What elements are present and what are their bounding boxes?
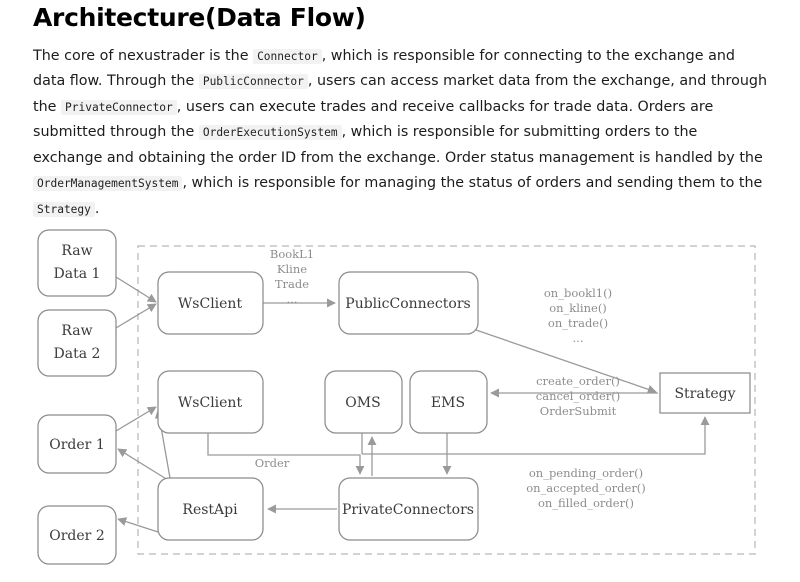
node-raw-data-1[interactable]: Raw Data 1 [37,229,117,297]
svg-text:...: ... [287,292,298,306]
edge-label-order-commands: create_order() cancel_order() OrderSubmi… [536,374,620,418]
svg-text:BookL1: BookL1 [270,247,314,261]
edge-label-order-callbacks: on_pending_order() on_accepted_order() o… [526,466,646,510]
node-label-ws-client-private: WsClient [178,395,243,411]
edge-label-group: BookL1 Kline Trade ... on_bookl1() on_kl… [255,247,646,510]
svg-text:on_bookl1(): on_bookl1() [544,286,612,300]
svg-text:Order: Order [255,456,290,470]
edge-label-public-callbacks: on_bookl1() on_kline() on_trade() ... [544,286,612,345]
node-label-raw-data-1-line-1: Raw [61,243,92,259]
edge-label-market-data-types: BookL1 Kline Trade ... [270,247,314,306]
svg-text:on_accepted_order(): on_accepted_order() [526,481,646,495]
inline-code: PublicConnector [198,74,308,90]
node-ems[interactable]: EMS [409,370,488,434]
svg-text:on_kline(): on_kline() [549,301,607,315]
node-public-connectors[interactable]: PublicConnectors [338,271,479,335]
edge-group [115,276,710,533]
svg-text:create_order(): create_order() [536,374,620,388]
node-group: Raw Data 1 Raw Data 2 Order 1 Order 2 [37,229,751,565]
node-label-order-2: Order 2 [49,528,104,544]
svg-text:on_trade(): on_trade() [548,316,608,330]
edge-restapi-order1 [117,448,169,481]
article-paragraph: The core of nexustrader is the Connector… [33,47,768,217]
node-label-raw-data-1-line-2: Data 1 [54,266,101,282]
svg-text:OrderSubmit: OrderSubmit [540,404,617,418]
article-section: Architecture(Data Flow) The core of nexu… [33,3,771,222]
inline-code: OrderManagementSystem [33,176,183,192]
connector-boundary-region [137,245,756,555]
node-label-ws-client-public: WsClient [178,296,243,312]
svg-text:Trade: Trade [275,277,309,291]
architecture-diagram: Raw Data 1 Raw Data 2 Order 1 Order 2 [0,222,800,582]
node-label-ems: EMS [431,395,465,411]
inline-code: Strategy [33,201,95,217]
node-label-strategy: Strategy [674,386,735,402]
edge-wsclient-private-privateconnectors [207,433,365,475]
node-rest-api[interactable]: RestApi [157,477,264,541]
inline-code: PrivateConnector [61,99,177,115]
node-order-2[interactable]: Order 2 [37,505,117,565]
edge-order-callbacks-bus [362,416,710,455]
node-strategy[interactable]: Strategy [659,372,751,414]
node-label-public-connectors: PublicConnectors [345,296,470,312]
inline-code: OrderExecutionSystem [198,125,342,141]
node-label-rest-api: RestApi [182,502,238,518]
edge-order1-wsclient-private [115,406,157,432]
node-oms[interactable]: OMS [324,370,403,434]
edge-publicconnectors-strategy [475,329,657,394]
edge-rawdata1-wsclient [115,276,157,303]
inline-code: Connector [253,48,322,64]
node-label-oms: OMS [345,395,380,411]
node-label-order-1: Order 1 [49,437,104,453]
node-ws-client-public[interactable]: WsClient [157,271,264,335]
node-label-private-connectors: PrivateConnectors [342,502,474,518]
node-order-1[interactable]: Order 1 [37,414,117,474]
node-label-raw-data-2-line-2: Data 2 [54,346,101,362]
node-private-connectors[interactable]: PrivateConnectors [338,477,479,541]
svg-text:...: ... [573,331,584,345]
svg-text:cancel_order(): cancel_order() [536,389,620,403]
svg-text:on_filled_order(): on_filled_order() [538,496,634,510]
node-raw-data-2[interactable]: Raw Data 2 [37,309,117,377]
node-label-raw-data-2-line-1: Raw [61,323,92,339]
node-ws-client-private[interactable]: WsClient [157,370,264,434]
svg-text:Kline: Kline [277,262,307,276]
edge-label-order-flow: Order [255,456,290,470]
edge-rawdata2-wsclient [115,303,157,329]
svg-text:on_pending_order(): on_pending_order() [529,466,643,480]
page-title: Architecture(Data Flow) [33,3,366,32]
edge-restapi-order2 [117,517,159,533]
